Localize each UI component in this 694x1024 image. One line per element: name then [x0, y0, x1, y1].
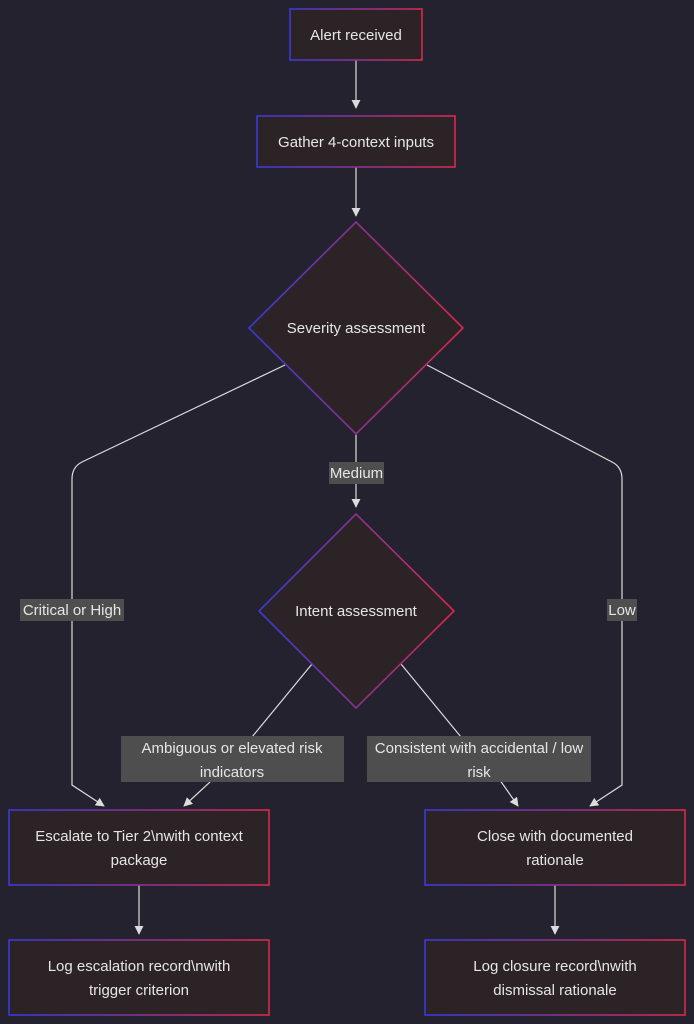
nodes: Alert received Gather 4-context inputs S… [8, 8, 686, 1016]
edge-severity-to-escalate [71, 364, 286, 807]
node-log-escalation[interactable]: Log escalation record\nwith trigger crit… [8, 939, 270, 1016]
edge-severity-to-close [426, 364, 623, 807]
node-log-closure-line-2: dismissal rationale [493, 982, 616, 999]
edge-label-medium-text: Medium [330, 465, 383, 482]
edge-label-consistent-line-2: risk [467, 764, 491, 781]
node-close[interactable]: Close with documented rationale [424, 809, 686, 886]
edge-label-ambiguous-line-2: indicators [200, 764, 264, 781]
node-gather-inputs[interactable]: Gather 4-context inputs [256, 115, 456, 168]
edge-label-ambiguous-line-1: Ambiguous or elevated risk [142, 740, 323, 757]
node-alert-received[interactable]: Alert received [289, 8, 423, 61]
edges [71, 60, 623, 935]
node-escalate-line-1: Escalate to Tier 2\nwith context [35, 828, 243, 845]
edge-labels: Medium Critical or High Low Ambiguous or… [20, 462, 637, 782]
node-close-line-1: Close with documented [477, 828, 633, 845]
node-log-escalation-line-1: Log escalation record\nwith [48, 958, 231, 975]
edge-label-medium: Medium [329, 462, 384, 484]
node-escalate-line-2: package [111, 852, 168, 869]
edge-label-critical-high: Critical or High [20, 599, 124, 621]
node-severity-assessment-label: Severity assessment [287, 320, 426, 337]
node-gather-inputs-label: Gather 4-context inputs [278, 134, 434, 151]
node-severity-assessment[interactable]: Severity assessment [247, 220, 465, 436]
node-escalate[interactable]: Escalate to Tier 2\nwith context package [8, 809, 270, 886]
edge-label-consistent: Consistent with accidental / low risk [367, 736, 591, 782]
node-log-escalation-line-2: trigger criterion [89, 982, 189, 999]
edge-label-critical-high-text: Critical or High [23, 602, 121, 619]
node-log-closure-line-1: Log closure record\nwith [473, 958, 636, 975]
node-alert-received-label: Alert received [310, 27, 402, 44]
node-intent-assessment-label: Intent assessment [295, 603, 418, 620]
node-intent-assessment[interactable]: Intent assessment [257, 512, 456, 710]
edge-label-consistent-line-1: Consistent with accidental / low [375, 740, 584, 757]
edge-label-low: Low [607, 599, 637, 621]
node-close-line-2: rationale [526, 852, 584, 869]
edge-intent-to-escalate [183, 663, 313, 807]
edge-label-low-text: Low [608, 602, 636, 619]
edge-label-ambiguous: Ambiguous or elevated risk indicators [121, 736, 344, 782]
node-log-closure[interactable]: Log closure record\nwith dismissal ratio… [424, 939, 686, 1016]
edge-intent-to-close [400, 663, 519, 807]
